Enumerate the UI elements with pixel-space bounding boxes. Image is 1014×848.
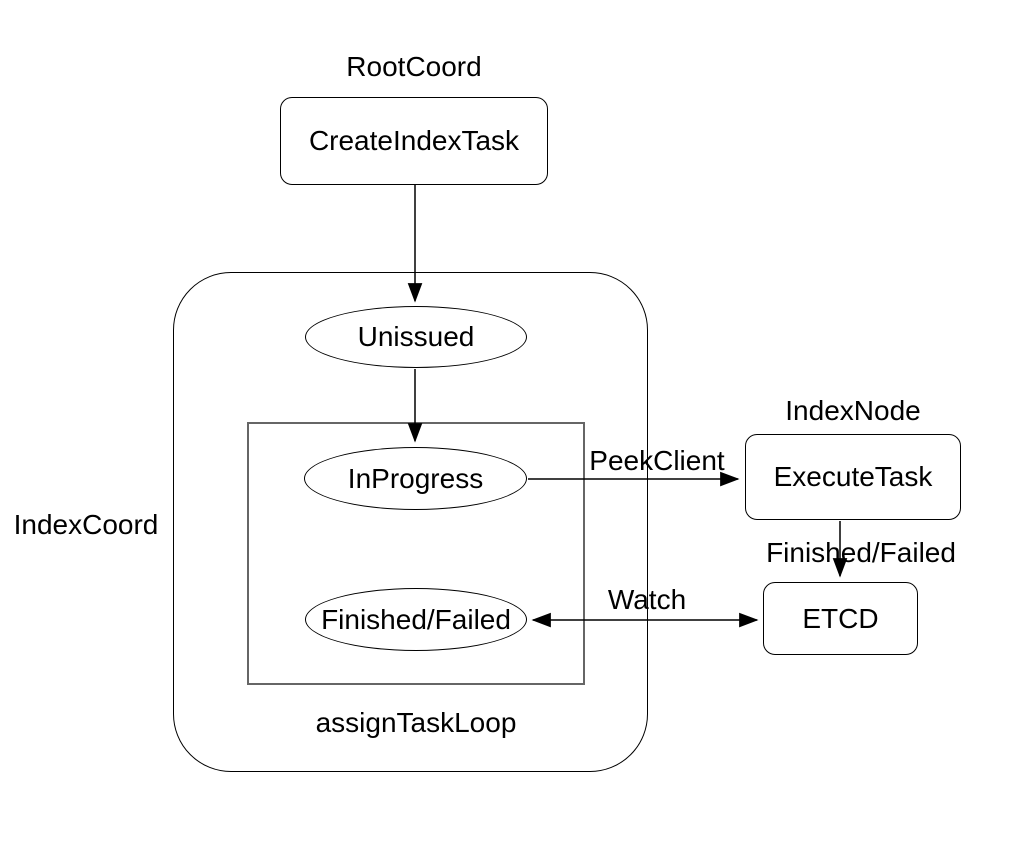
assign-task-loop-label: assignTaskLoop [315, 707, 517, 738]
unissued-state-node: Unissued [305, 306, 527, 368]
finished-failed-state-node: Finished/Failed [305, 588, 527, 651]
execute-task-node: ExecuteTask [745, 434, 961, 520]
unissued-state-label: Unissued [357, 321, 475, 352]
etcd-node: ETCD [763, 582, 918, 655]
index-node-label: IndexNode [785, 395, 921, 426]
create-index-task-node-label: CreateIndexTask [308, 125, 520, 156]
peek-client-edge-label: PeekClient [589, 445, 725, 476]
assign-task-loop-boundary [247, 422, 585, 685]
root-coord-label: RootCoord [346, 51, 482, 82]
index-coord-label: IndexCoord [13, 509, 159, 540]
in-progress-state-label: InProgress [347, 462, 484, 494]
execute-task-node-label: ExecuteTask [773, 461, 933, 492]
finished-failed-edge-label: Finished/Failed [766, 537, 956, 568]
index-coord-boundary [173, 272, 648, 772]
in-progress-state-node: InProgress [304, 447, 527, 510]
finished-failed-state-label: Finished/Failed [321, 603, 511, 635]
watch-edge-label: Watch [607, 584, 687, 615]
create-index-task-node: CreateIndexTask [280, 97, 548, 185]
etcd-node-label: ETCD [802, 602, 879, 634]
